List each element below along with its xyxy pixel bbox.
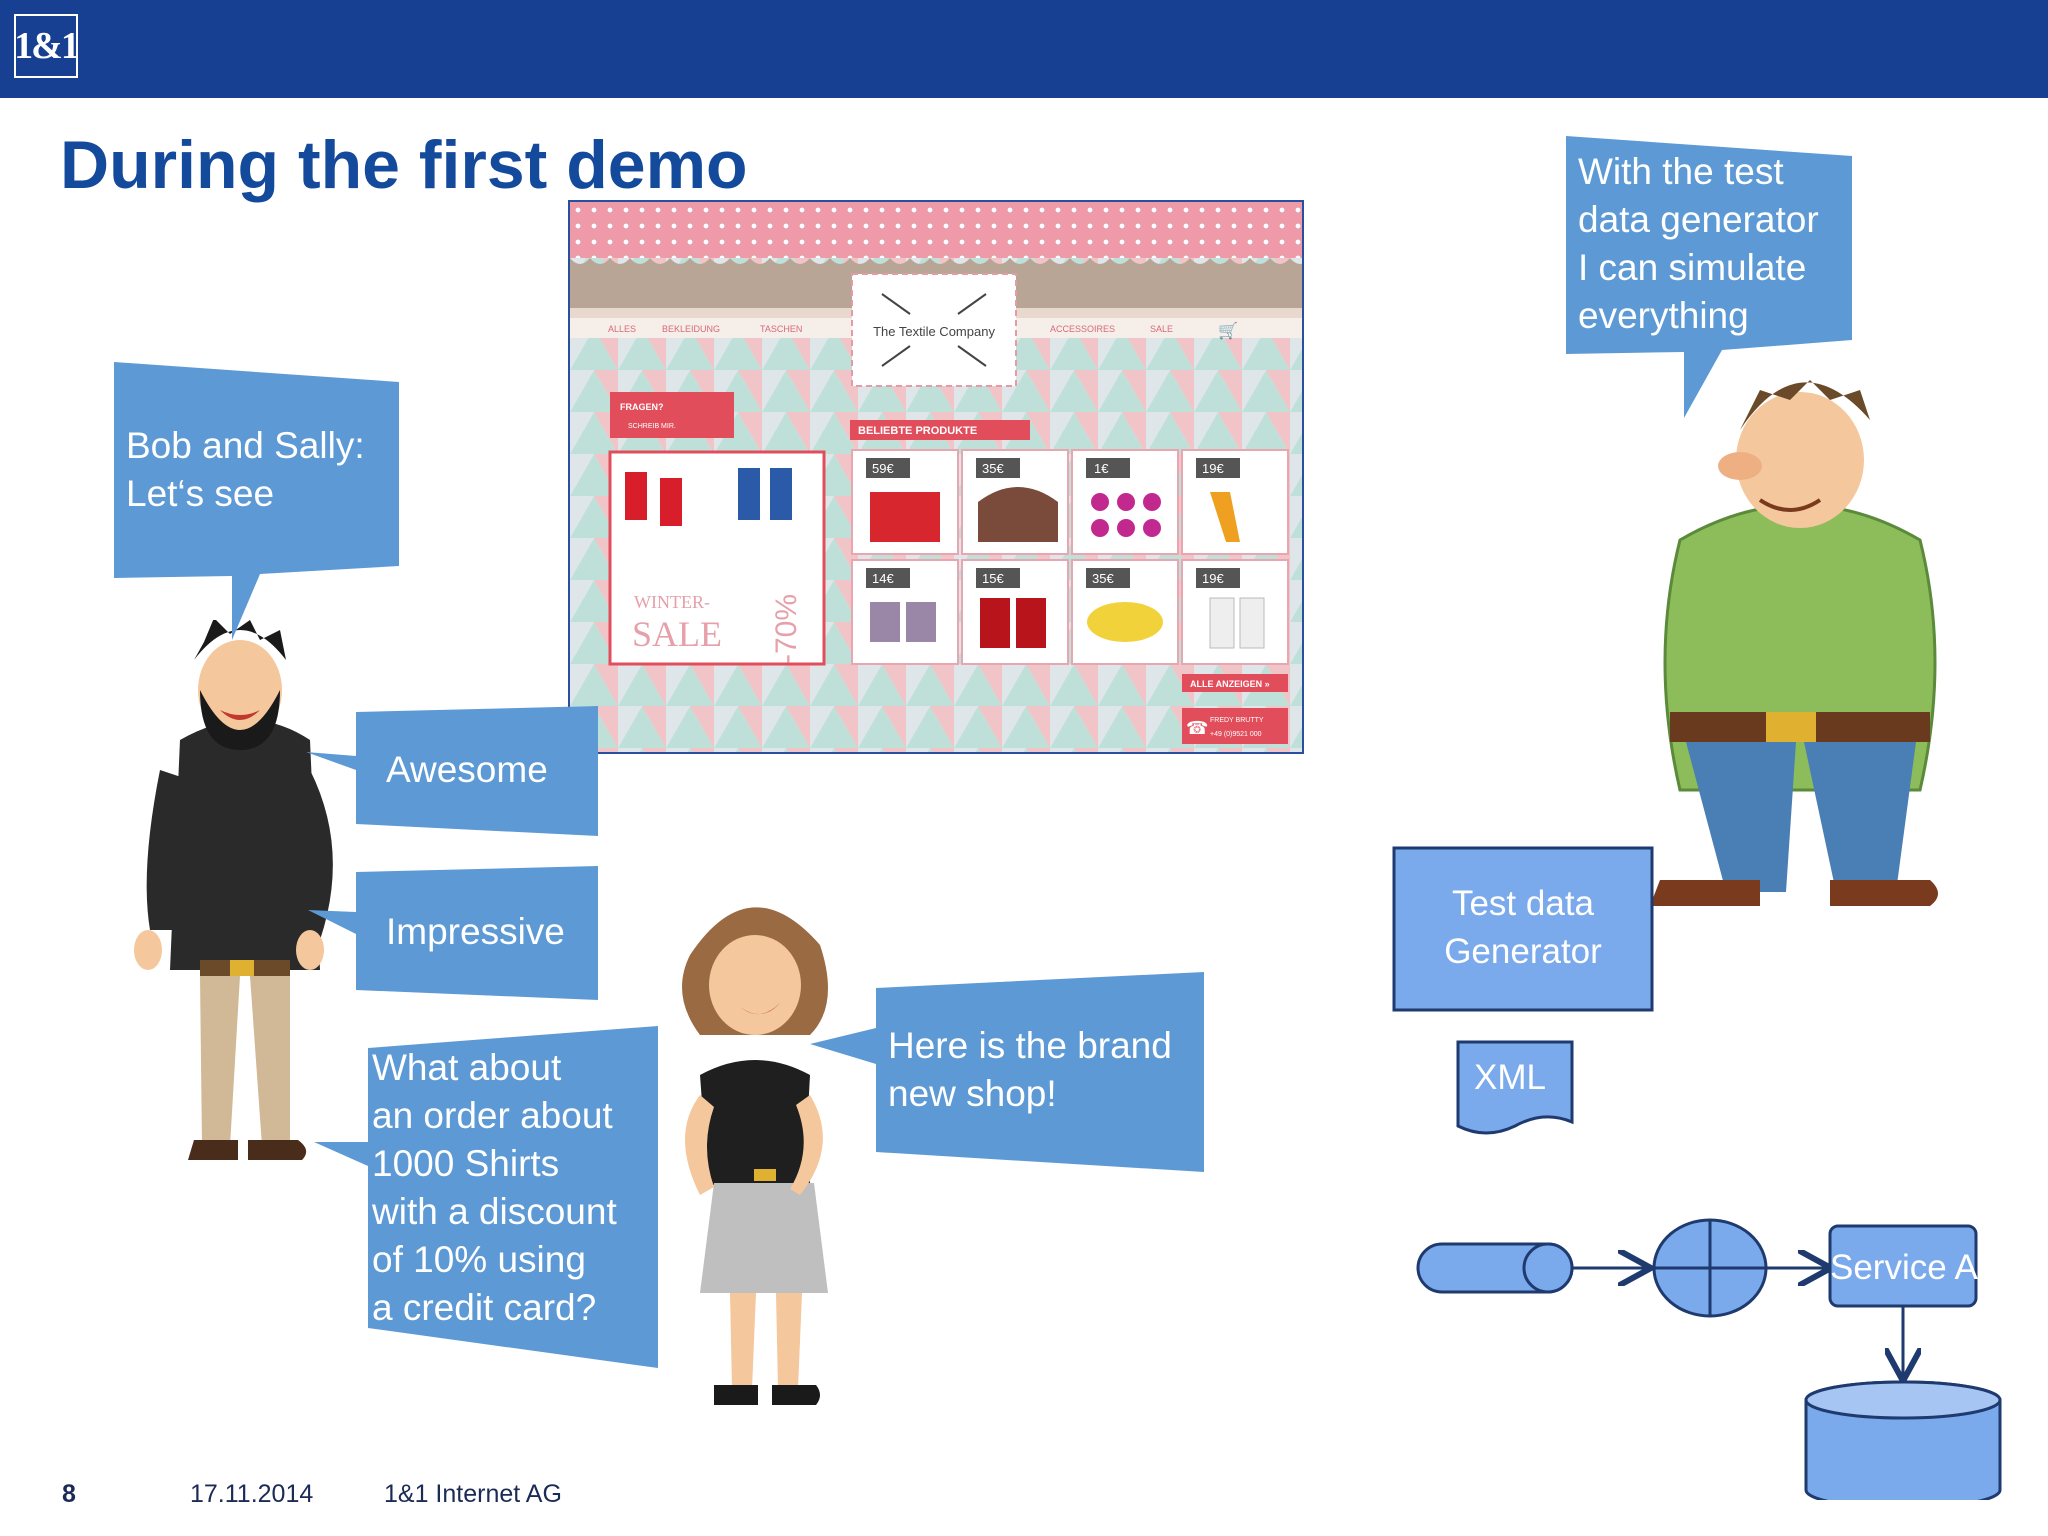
xml-label: XML bbox=[1474, 1058, 1546, 1097]
shop-screenshot: The Textile Company ALLES BEKLEIDUNG TAS… bbox=[568, 200, 1304, 754]
bubble-text: Impressive bbox=[386, 911, 565, 952]
queue-cylinder-end bbox=[1522, 1242, 1574, 1294]
test-data-generator-label: Test data Generator bbox=[1444, 884, 1602, 971]
bob-character-illustration bbox=[134, 620, 333, 1160]
footer-date: 17.11.2014 bbox=[190, 1480, 314, 1508]
speech-bubble-test-data-generator: With the test data generator I can simul… bbox=[1564, 134, 1854, 420]
shop-sidebar-question: FRAGEN? bbox=[620, 402, 664, 412]
sally-character-illustration bbox=[682, 907, 828, 1405]
speech-bubble-impressive: Impressive bbox=[304, 866, 600, 1002]
speech-bubble-brand-new-shop: Here is the brand new shop! bbox=[808, 970, 1208, 1174]
bubble-text: With the test data generator I can simul… bbox=[1578, 151, 1819, 336]
shop-nav-bekleidung: BEKLEIDUNG bbox=[662, 324, 720, 334]
shop-phone-number: +49 (0)9521 000 bbox=[1210, 731, 1262, 738]
bubble-text: Bob and Sally: Let‘s see bbox=[126, 425, 365, 514]
shop-sidebar-contact: SCHREIB MIR. bbox=[628, 423, 676, 430]
test-data-flow-diagram bbox=[1392, 846, 2002, 1500]
phone-icon: ☎ bbox=[1186, 718, 1208, 738]
tester-character-illustration bbox=[1650, 380, 1938, 906]
page-number: 8 bbox=[62, 1480, 76, 1508]
price-label: 15€ bbox=[982, 571, 1004, 586]
price-label: 35€ bbox=[1092, 571, 1114, 586]
speech-bubble-order-question: What about an order about 1000 Shirts wi… bbox=[310, 1024, 660, 1370]
slide-title: During the first demo bbox=[60, 127, 748, 203]
shop-sale-title: WINTER- bbox=[634, 592, 710, 612]
bubble-text: Here is the brand new shop! bbox=[888, 1025, 1172, 1114]
price-label: 59€ bbox=[872, 461, 894, 476]
shop-nav-sale: SALE bbox=[1150, 324, 1173, 334]
speech-bubble-bob-sally: Bob and Sally: Let‘s see bbox=[112, 360, 402, 642]
price-label: 14€ bbox=[872, 571, 894, 586]
xml-document-shape bbox=[1456, 1040, 1574, 1135]
shop-show-all: ALLE ANZEIGEN » bbox=[1190, 679, 1270, 689]
service-a-label: Service A bbox=[1830, 1248, 1978, 1287]
price-label: 1€ bbox=[1094, 461, 1109, 476]
shop-sale-word: SALE bbox=[632, 614, 722, 654]
header-bar bbox=[0, 0, 2048, 98]
bubble-text: Awesome bbox=[386, 749, 548, 790]
bubble-text: What about an order about 1000 Shirts wi… bbox=[372, 1047, 617, 1328]
shop-brand: The Textile Company bbox=[873, 324, 995, 339]
company-logo: 1&1 bbox=[14, 14, 80, 78]
shop-nav-taschen: TASCHEN bbox=[760, 324, 802, 334]
shop-phone-name: FREDY BRUTTY bbox=[1210, 717, 1264, 724]
speech-bubble-awesome: Awesome bbox=[302, 702, 600, 838]
price-label: 19€ bbox=[1202, 571, 1224, 586]
price-label: 19€ bbox=[1202, 461, 1224, 476]
shop-sale-percent: -70% bbox=[770, 594, 803, 664]
shop-nav-accessoires: ACCESSOIRES bbox=[1050, 324, 1115, 334]
shop-nav-alles: ALLES bbox=[608, 324, 636, 334]
price-label: 35€ bbox=[982, 461, 1004, 476]
shop-section-title: BELIEBTE PRODUKTE bbox=[858, 425, 977, 437]
cart-icon: 🛒 bbox=[1218, 321, 1238, 340]
footer-company: 1&1 Internet AG bbox=[384, 1480, 562, 1508]
test-data-generator-box bbox=[1392, 846, 1654, 1012]
